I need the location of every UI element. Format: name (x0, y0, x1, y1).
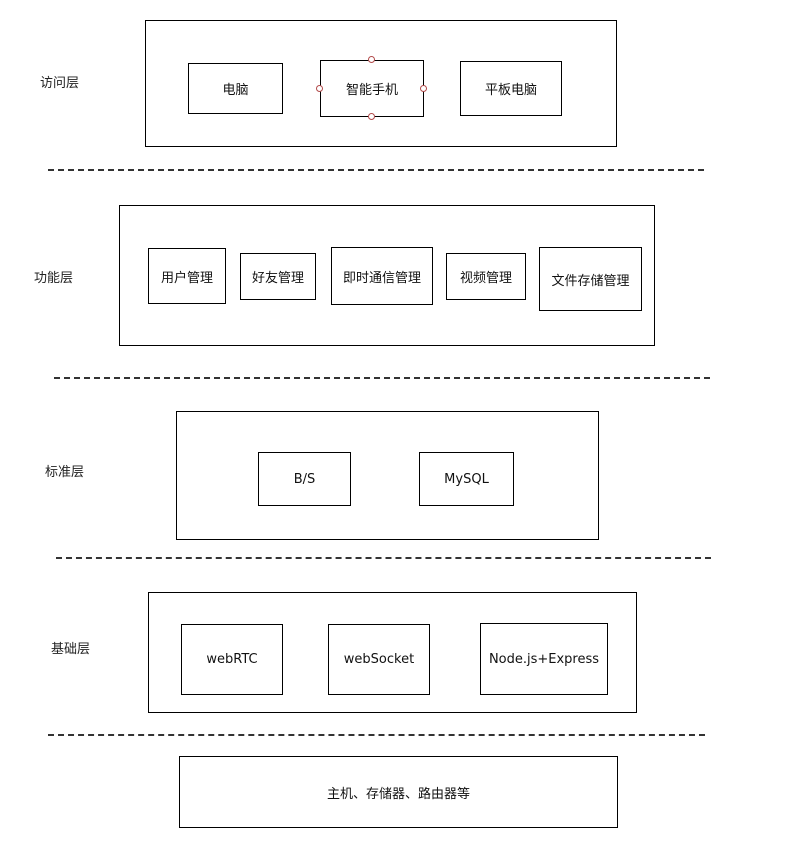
node-video-management: 视频管理 (446, 253, 526, 300)
node-nodejs-express: Node.js+Express (480, 623, 608, 695)
layer-divider (54, 377, 710, 379)
node-friend-management: 好友管理 (240, 253, 316, 300)
node-im-management: 即时通信管理 (331, 247, 433, 305)
node-websocket: webSocket (328, 624, 430, 695)
layer-label-standard: 标准层 (45, 465, 85, 480)
layer-label-function: 功能层 (34, 271, 74, 286)
layer-label-foundation: 基础层 (51, 642, 91, 657)
layer-divider (48, 734, 705, 736)
node-file-storage-management: 文件存储管理 (539, 247, 642, 311)
selection-handle-right[interactable] (420, 85, 427, 92)
layer-label-access: 访问层 (40, 76, 80, 91)
hardware-box: 主机、存储器、路由器等 (179, 756, 618, 828)
layer-divider (48, 169, 704, 171)
node-tablet: 平板电脑 (460, 61, 562, 116)
node-mysql: MySQL (419, 452, 514, 506)
layer-box-standard (176, 411, 599, 540)
node-webrtc: webRTC (181, 624, 283, 695)
node-user-management: 用户管理 (148, 248, 226, 304)
selection-handle-top[interactable] (368, 56, 375, 63)
selection-handle-bottom[interactable] (368, 113, 375, 120)
node-bs: B/S (258, 452, 351, 506)
node-computer: 电脑 (188, 63, 283, 114)
selection-handle-left[interactable] (316, 85, 323, 92)
node-smartphone[interactable]: 智能手机 (320, 60, 424, 117)
layer-divider (56, 557, 711, 559)
